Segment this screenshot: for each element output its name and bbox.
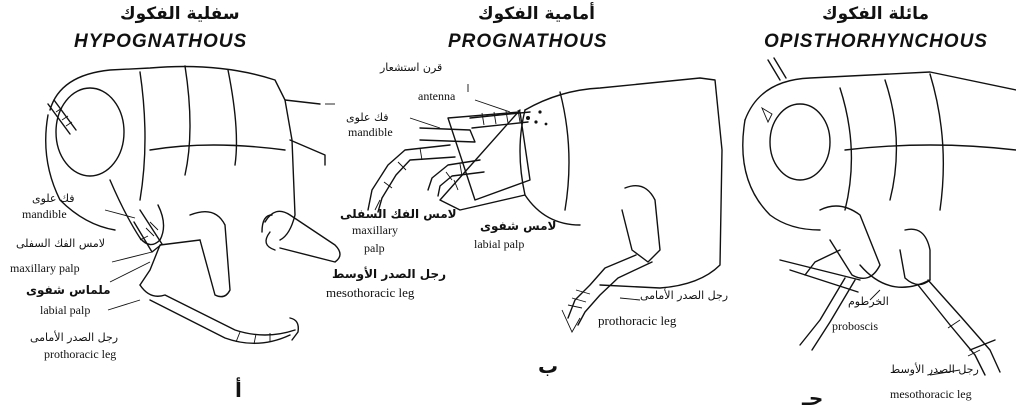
prothoracic-leg-label-english: prothoracic leg (44, 348, 116, 360)
panel-letter-c: حـ (802, 388, 823, 408)
mandible-label-arabic-b: فك علوى (346, 112, 389, 123)
panel-letter-a: أ (235, 380, 242, 400)
maxillary-palp-label-english: maxillary palp (10, 262, 80, 274)
mesothoracic-leg-label-english-c: mesothoracic leg (890, 388, 972, 400)
antenna-label-arabic: قرن استشعار (380, 62, 442, 73)
labial-palp-label-arabic-b: لامس شفوى (480, 220, 556, 232)
prothoracic-leg-label-english-b: prothoracic leg (598, 314, 676, 327)
maxillary-palp-label-english-b: maxillary (352, 224, 398, 236)
maxillary-palp-label-arabic-b: لامس الفك السفلى (340, 208, 457, 220)
panel-letter-b: ب (538, 356, 558, 376)
opisthorhynchous-drawing (743, 58, 1016, 375)
proboscis-label-arabic: الخرطوم (848, 296, 889, 307)
hypognathous-title-arabic: سفلية الفكوك (120, 6, 240, 23)
maxillary-palp-label-arabic: لامس الفك السفلى (16, 238, 105, 249)
labial-palp-label-arabic: ملماس شفوى (26, 284, 111, 296)
mandible-label-arabic: فك علوى (32, 193, 75, 204)
prothoracic-leg-label-arabic-b: رجل الصدر الأمامى (640, 290, 728, 301)
labial-palp-label-english: labial palp (40, 304, 90, 316)
mandible-label-english-b: mandible (348, 126, 393, 138)
opisthorhynchous-title-arabic: مائلة الفكوك (822, 6, 929, 23)
opisthorhynchous-title-english: OPISTHORHYNCHOUS (764, 32, 988, 51)
antenna-label-english: antenna (418, 90, 455, 102)
mandible-label-english: mandible (22, 208, 67, 220)
mesothoracic-leg-label-arabic-c: رجل الصدر الأوسط (890, 364, 979, 375)
labial-palp-label-english-b: labial palp (474, 238, 524, 250)
hypognathous-title-english: HYPOGNATHOUS (74, 32, 247, 51)
mesothoracic-leg-label-english: mesothoracic leg (326, 286, 414, 299)
prognathous-title-arabic: أمامية الفكوك (478, 6, 595, 23)
prognathous-title-english: PROGNATHOUS (448, 32, 607, 51)
prothoracic-leg-label-arabic: رجل الصدر الأمامى (30, 332, 118, 343)
mesothoracic-leg-label-arabic: رجل الصدر الأوسط (332, 268, 446, 280)
maxillary-palp-label-english-b-2: palp (364, 242, 385, 254)
proboscis-label-english: proboscis (832, 320, 878, 332)
